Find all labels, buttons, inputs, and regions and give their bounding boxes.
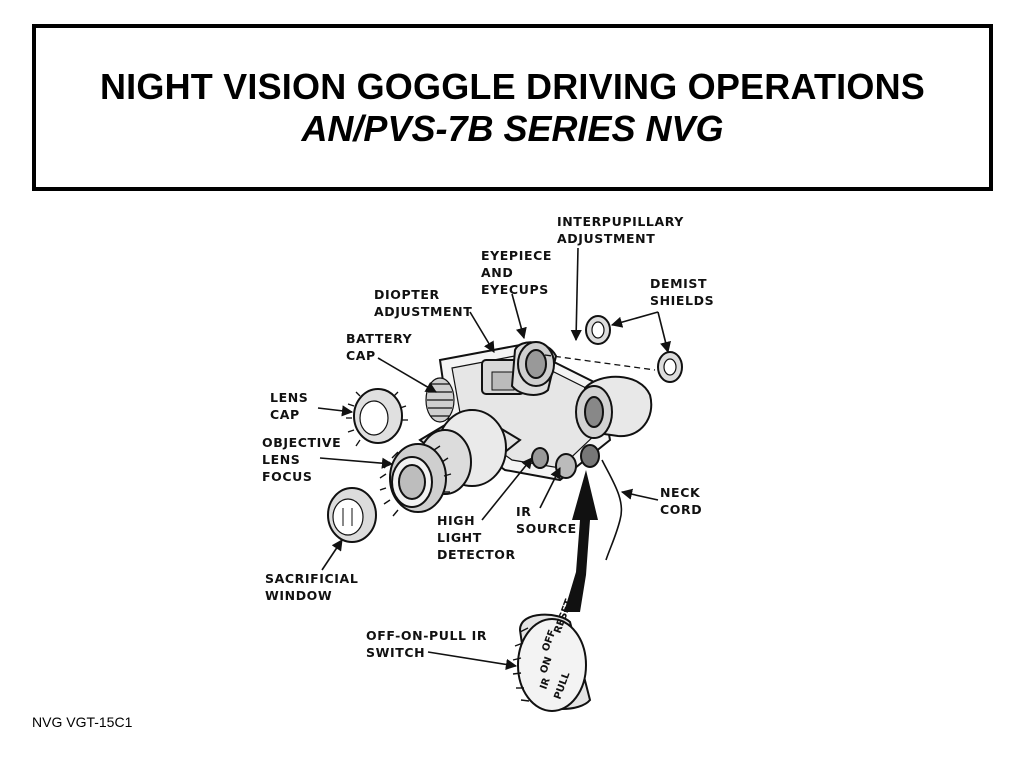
label-battery-1: BATTERY: [346, 331, 413, 346]
neck-cord: [601, 459, 623, 561]
lens-cap: [346, 388, 408, 447]
callout-labels: INTERPUPILLARY ADJUSTMENT EYEPIECE AND E…: [262, 214, 714, 660]
sacrificial-window: [327, 487, 377, 543]
label-diopter-2: ADJUSTMENT: [374, 304, 472, 319]
title-box: NIGHT VISION GOGGLE DRIVING OPERATIONS A…: [32, 24, 993, 191]
switch-pointer-arrow: [564, 470, 598, 612]
label-battery-2: CAP: [346, 348, 376, 363]
label-lens-cap-1: LENS: [270, 390, 308, 405]
label-ir-1: IR: [516, 504, 531, 519]
label-interpupillary-1: INTERPUPILLARY: [557, 214, 684, 229]
switch-pos-ir: IR: [538, 676, 552, 691]
label-neck-1: NECK: [660, 485, 701, 500]
label-demist-1: DEMIST: [650, 276, 707, 291]
label-neck-2: CORD: [660, 502, 702, 517]
label-ir-2: SOURCE: [516, 521, 577, 536]
label-lens-cap-2: CAP: [270, 407, 300, 422]
label-objective-2: LENS: [262, 452, 300, 467]
slide-title: NIGHT VISION GOGGLE DRIVING OPERATIONS: [99, 65, 925, 107]
label-eyepiece-2: AND: [481, 265, 513, 280]
leader-lines: [317, 247, 671, 670]
label-switch-1: OFF-ON-PULL IR: [366, 628, 487, 643]
slide-footer: NVG VGT-15C1: [32, 714, 133, 730]
label-switch-2: SWITCH: [366, 645, 425, 660]
label-eyepiece-1: EYEPIECE: [481, 248, 552, 263]
goggle-body: [379, 341, 656, 517]
slide-subtitle: AN/PVS-7B SERIES NVG: [301, 107, 724, 149]
label-diopter-1: DIOPTER: [374, 287, 440, 302]
label-hld-3: DETECTOR: [437, 547, 516, 562]
label-objective-3: FOCUS: [262, 469, 313, 484]
switch-knob: RESET OFF ON IR PULL: [512, 598, 592, 712]
label-hld-2: LIGHT: [437, 530, 482, 545]
demist-shields: [585, 315, 683, 383]
label-sacrificial-1: SACRIFICIAL: [265, 571, 358, 586]
label-eyepiece-3: EYECUPS: [481, 282, 549, 297]
label-interpupillary-2: ADJUSTMENT: [557, 231, 655, 246]
switch-pos-on: ON: [538, 655, 554, 675]
label-hld-1: HIGH: [437, 513, 475, 528]
label-objective-1: OBJECTIVE: [262, 435, 341, 450]
label-sacrificial-2: WINDOW: [265, 588, 332, 603]
label-demist-2: SHIELDS: [650, 293, 714, 308]
